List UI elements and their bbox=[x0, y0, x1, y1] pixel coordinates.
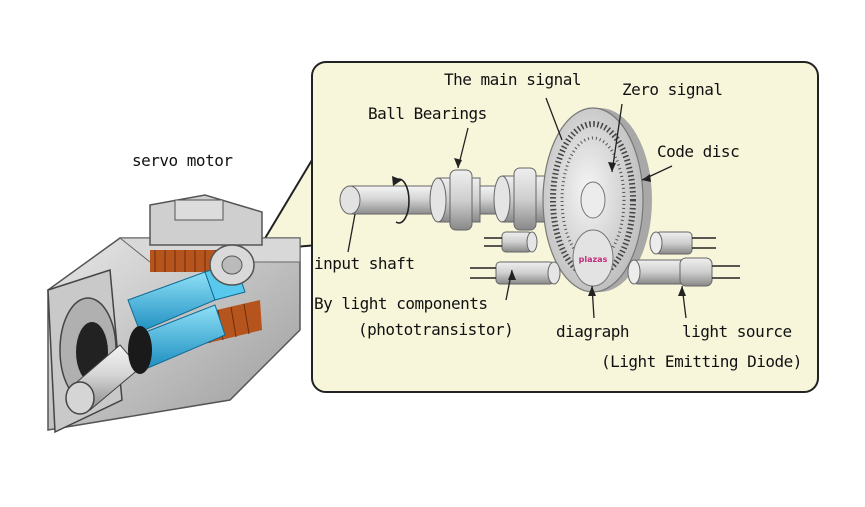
label-diagraph: diagraph bbox=[556, 322, 630, 341]
rotation-arrow-icon bbox=[395, 178, 410, 224]
label-input-shaft: input shaft bbox=[314, 254, 415, 273]
leader-main-signal bbox=[545, 97, 563, 141]
diagraph-plate: plazas bbox=[572, 229, 614, 287]
label-code-disc: Code disc bbox=[657, 142, 740, 161]
led-top bbox=[649, 231, 716, 255]
phototransistor-top bbox=[484, 231, 538, 253]
ball-bearing-2 bbox=[493, 167, 547, 231]
label-light-components: By light components bbox=[314, 294, 488, 313]
leader-input-shaft bbox=[347, 213, 356, 253]
watermark-text: plazas bbox=[579, 255, 608, 264]
label-main-signal: The main signal bbox=[444, 70, 582, 89]
label-ball-bearings: Ball Bearings bbox=[368, 104, 487, 123]
led-bottom bbox=[627, 257, 740, 287]
code-disc bbox=[542, 107, 652, 293]
label-light-source: light source bbox=[682, 322, 792, 341]
label-servo-motor: servo motor bbox=[132, 151, 233, 170]
label-led: (Light Emitting Diode) bbox=[601, 352, 802, 371]
label-zero-signal: Zero signal bbox=[622, 80, 723, 99]
servo-motor-cutaway bbox=[47, 194, 301, 434]
label-phototransistor: (phototransistor) bbox=[358, 320, 514, 339]
leader-zero-signal bbox=[611, 103, 623, 173]
ball-bearing-1 bbox=[429, 169, 481, 231]
callout-box bbox=[257, 61, 819, 393]
